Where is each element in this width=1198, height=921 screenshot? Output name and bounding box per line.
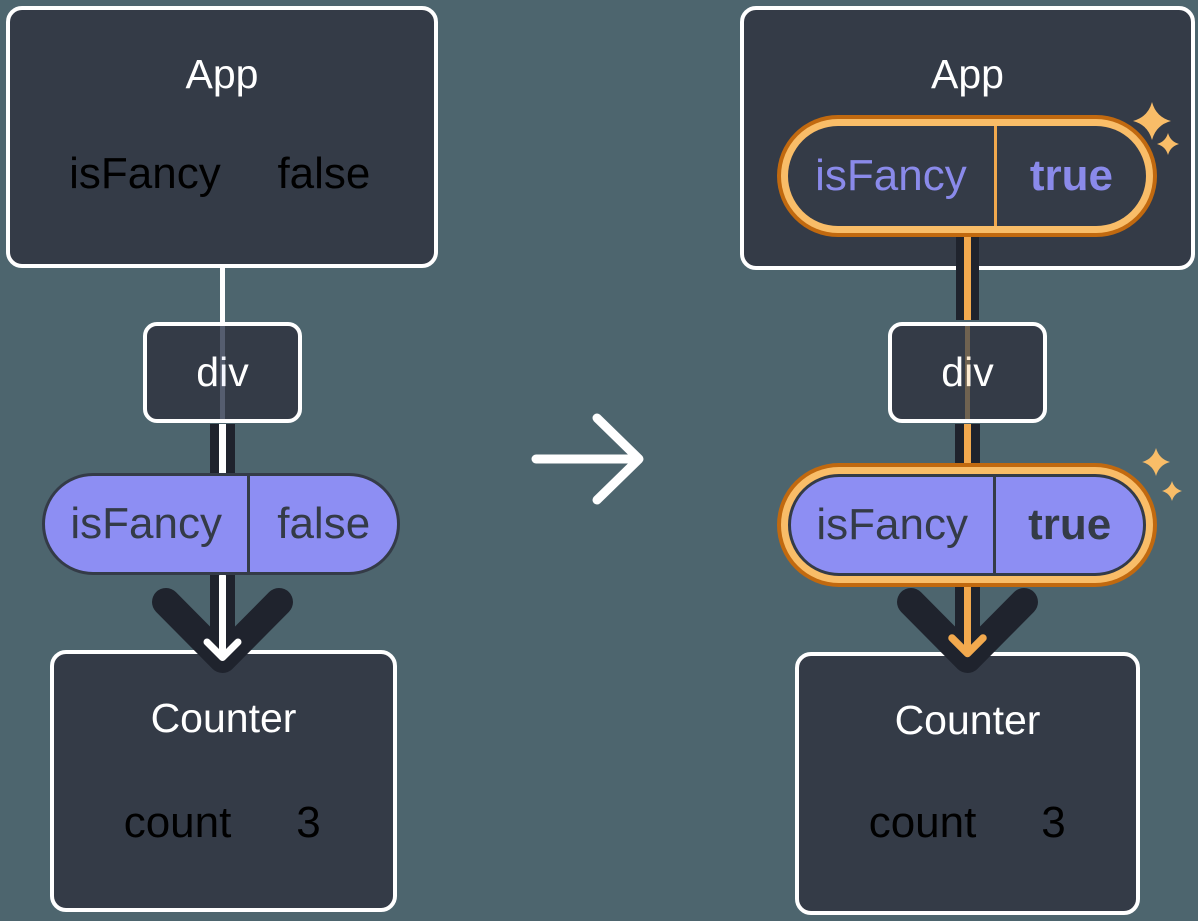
after-counter-state-pill: count 3 [835,772,1097,873]
after-counter-label: Counter [894,697,1041,743]
state-value: true [993,126,1146,226]
arrow-right-icon [592,413,644,505]
before-counter-state-pill: count 3 [90,772,352,873]
prop-value: false [247,476,397,572]
state-name: isFancy [69,149,221,198]
after-counter-box: Counter [795,652,1140,915]
prop-name: isFancy [70,499,222,548]
state-value: false [277,149,371,198]
prop-value: true [993,477,1143,573]
state-name: count [123,797,232,847]
sparkle-icon [1162,481,1182,501]
after-app-label: App [931,51,1004,97]
before-counter-label: Counter [150,695,297,741]
before-app-state-pill: isFancy false [42,123,400,225]
before-app-box: App [6,6,438,268]
after-arrow-down-chevron [897,588,1038,673]
prop-name: isFancy [816,500,968,549]
before-counter-box: Counter [50,650,397,912]
after-prop-pill-highlighted: isFancy true [788,474,1146,576]
state-name: count [868,797,977,847]
after-app-state-pill-highlighted: isFancy true [788,126,1146,226]
state-value: 3 [1041,797,1066,847]
state-value: 3 [296,797,321,847]
state-name: isFancy [815,151,967,200]
before-app-label: App [185,51,259,97]
after-div-node: div [888,322,1047,423]
after-div-label: div [941,349,994,395]
before-div-node: div [143,322,302,423]
before-prop-pill: isFancy false [42,473,400,575]
sparkle-icon [1142,448,1170,476]
before-div-label: div [196,349,249,395]
